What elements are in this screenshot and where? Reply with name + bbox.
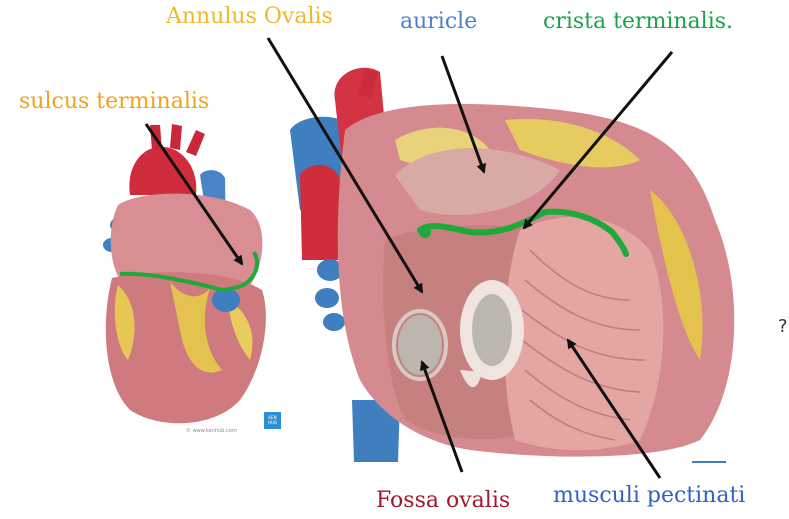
pulmonary-trunk-large	[300, 165, 340, 260]
vessel-small-3	[186, 130, 205, 156]
small-heart	[103, 124, 266, 423]
label-sulcus-terminalis: sulcus terminalis	[19, 91, 209, 113]
image-credit: © www.kenhub.com	[186, 428, 237, 434]
pulmonary-vein-large-3	[323, 313, 345, 331]
stray-mark: ?	[778, 316, 788, 337]
pectinate-wall	[504, 217, 663, 450]
vessel-small-2	[170, 124, 182, 150]
label-musculi-pectinati: musculi pectinati	[553, 485, 745, 507]
large-heart	[290, 68, 734, 462]
label-fossa-ovalis: Fossa ovalis	[376, 490, 510, 512]
kenhub-logo: KEN HUB	[264, 412, 281, 429]
label-crista-terminalis: crista terminalis.	[543, 11, 733, 33]
pulmonary-vein-large-2	[315, 288, 339, 308]
tricuspid-inner	[472, 294, 512, 366]
label-auricle: auricle	[400, 11, 477, 33]
aortic-arch-small	[129, 147, 196, 195]
fossa-ovalis-shape	[398, 315, 442, 375]
atrium-small	[111, 194, 263, 285]
label-annulus-ovalis: Annulus Ovalis	[166, 6, 333, 28]
ivc-small	[212, 288, 240, 312]
crista-terminalis-end	[419, 226, 431, 238]
